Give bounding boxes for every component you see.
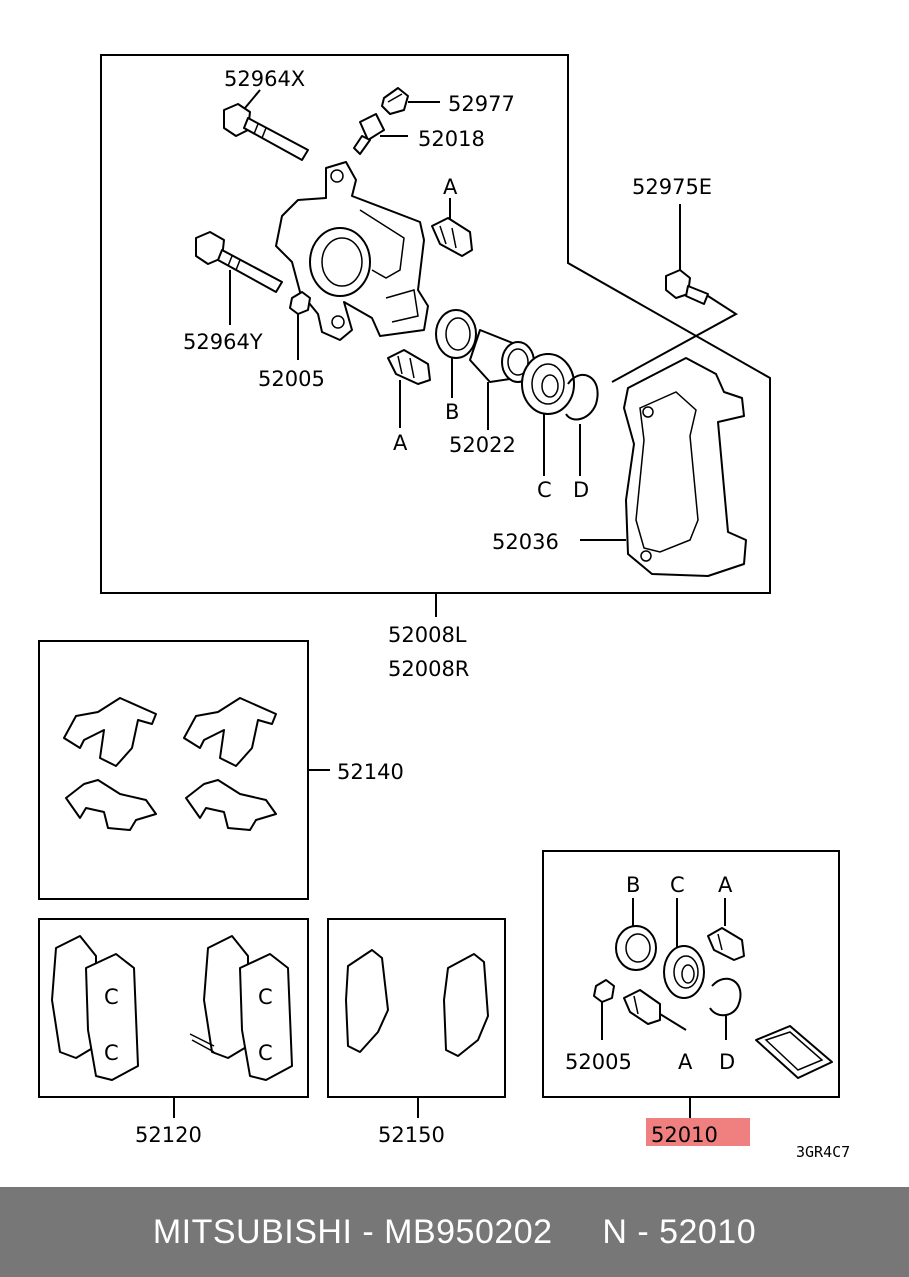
kit-boot-c <box>663 945 705 999</box>
leader-kit-a2 <box>659 1013 687 1031</box>
clip-set <box>63 697 277 831</box>
label-kit-c: C <box>670 873 685 897</box>
label-c: C <box>537 478 552 502</box>
label-52977: 52977 <box>448 92 515 116</box>
highlight-52010 <box>646 1118 750 1146</box>
kit-grease-packet <box>755 1025 833 1079</box>
label-b: B <box>445 400 459 424</box>
kit-seal-b <box>615 925 657 971</box>
bolt-52975e <box>665 269 709 305</box>
clips-box <box>38 640 309 900</box>
shims-box <box>327 918 506 1098</box>
diagram-code: 3GR4C7 <box>796 1143 850 1161</box>
label-52150: 52150 <box>378 1123 445 1147</box>
label-52010: 52010 <box>651 1123 718 1147</box>
footer-text: MITSUBISHI - MB950202 N - 52010 <box>152 1212 757 1251</box>
kit-ring-d <box>709 977 742 1017</box>
label-kit-b: B <box>626 873 640 897</box>
label-a-top: A <box>443 175 458 199</box>
label-52964y: 52964Y <box>183 330 263 354</box>
kit-boot-a2 <box>623 989 661 1025</box>
parts-diagram: 52964X 52977 52018 52975E A 52964Y 52005… <box>38 54 850 1161</box>
ring-d <box>565 373 599 421</box>
leader-52975e-guide <box>611 295 738 383</box>
svg-text:C: C <box>258 1041 273 1065</box>
kit-boot-a <box>707 927 745 961</box>
label-52975e: 52975E <box>632 175 712 199</box>
bleeder-52018 <box>353 113 385 155</box>
label-kit-d: D <box>719 1050 735 1074</box>
bushing-52005-top <box>289 291 311 315</box>
label-52008r: 52008R <box>388 657 469 681</box>
shim-set <box>345 949 489 1057</box>
label-52964x: 52964X <box>224 67 305 91</box>
boot-a-top <box>431 217 473 257</box>
boot-a-lower <box>387 349 431 385</box>
label-kit-52005: 52005 <box>565 1050 632 1074</box>
label-52008l: 52008L <box>388 623 467 647</box>
label-52140: 52140 <box>337 760 404 784</box>
seal-b <box>435 309 477 359</box>
caliper-body <box>275 161 429 341</box>
caliper-assembly-frame <box>100 54 771 594</box>
kit-bushing-52005 <box>593 979 615 1003</box>
label-d: D <box>573 478 589 502</box>
label-52005-top: 52005 <box>258 367 325 391</box>
bracket-52036 <box>623 357 747 577</box>
label-52036: 52036 <box>492 530 559 554</box>
bolt-52964x <box>223 103 309 161</box>
svg-text:C: C <box>258 985 273 1009</box>
label-kit-a: A <box>718 873 733 897</box>
brake-pad-set: C C C C <box>51 935 293 1081</box>
label-kit-a2: A <box>678 1050 693 1074</box>
boot-c <box>521 353 575 415</box>
bolt-52964y <box>195 231 283 293</box>
leader-52964x <box>244 89 261 109</box>
svg-text:C: C <box>104 985 119 1009</box>
label-a-lower: A <box>393 431 408 455</box>
cap-52977 <box>381 87 409 115</box>
footer-bar: MITSUBISHI - MB950202 N - 52010 <box>0 1187 909 1277</box>
label-52120: 52120 <box>135 1123 202 1147</box>
svg-text:C: C <box>104 1041 119 1065</box>
label-52022: 52022 <box>449 433 516 457</box>
label-52018: 52018 <box>418 127 485 151</box>
